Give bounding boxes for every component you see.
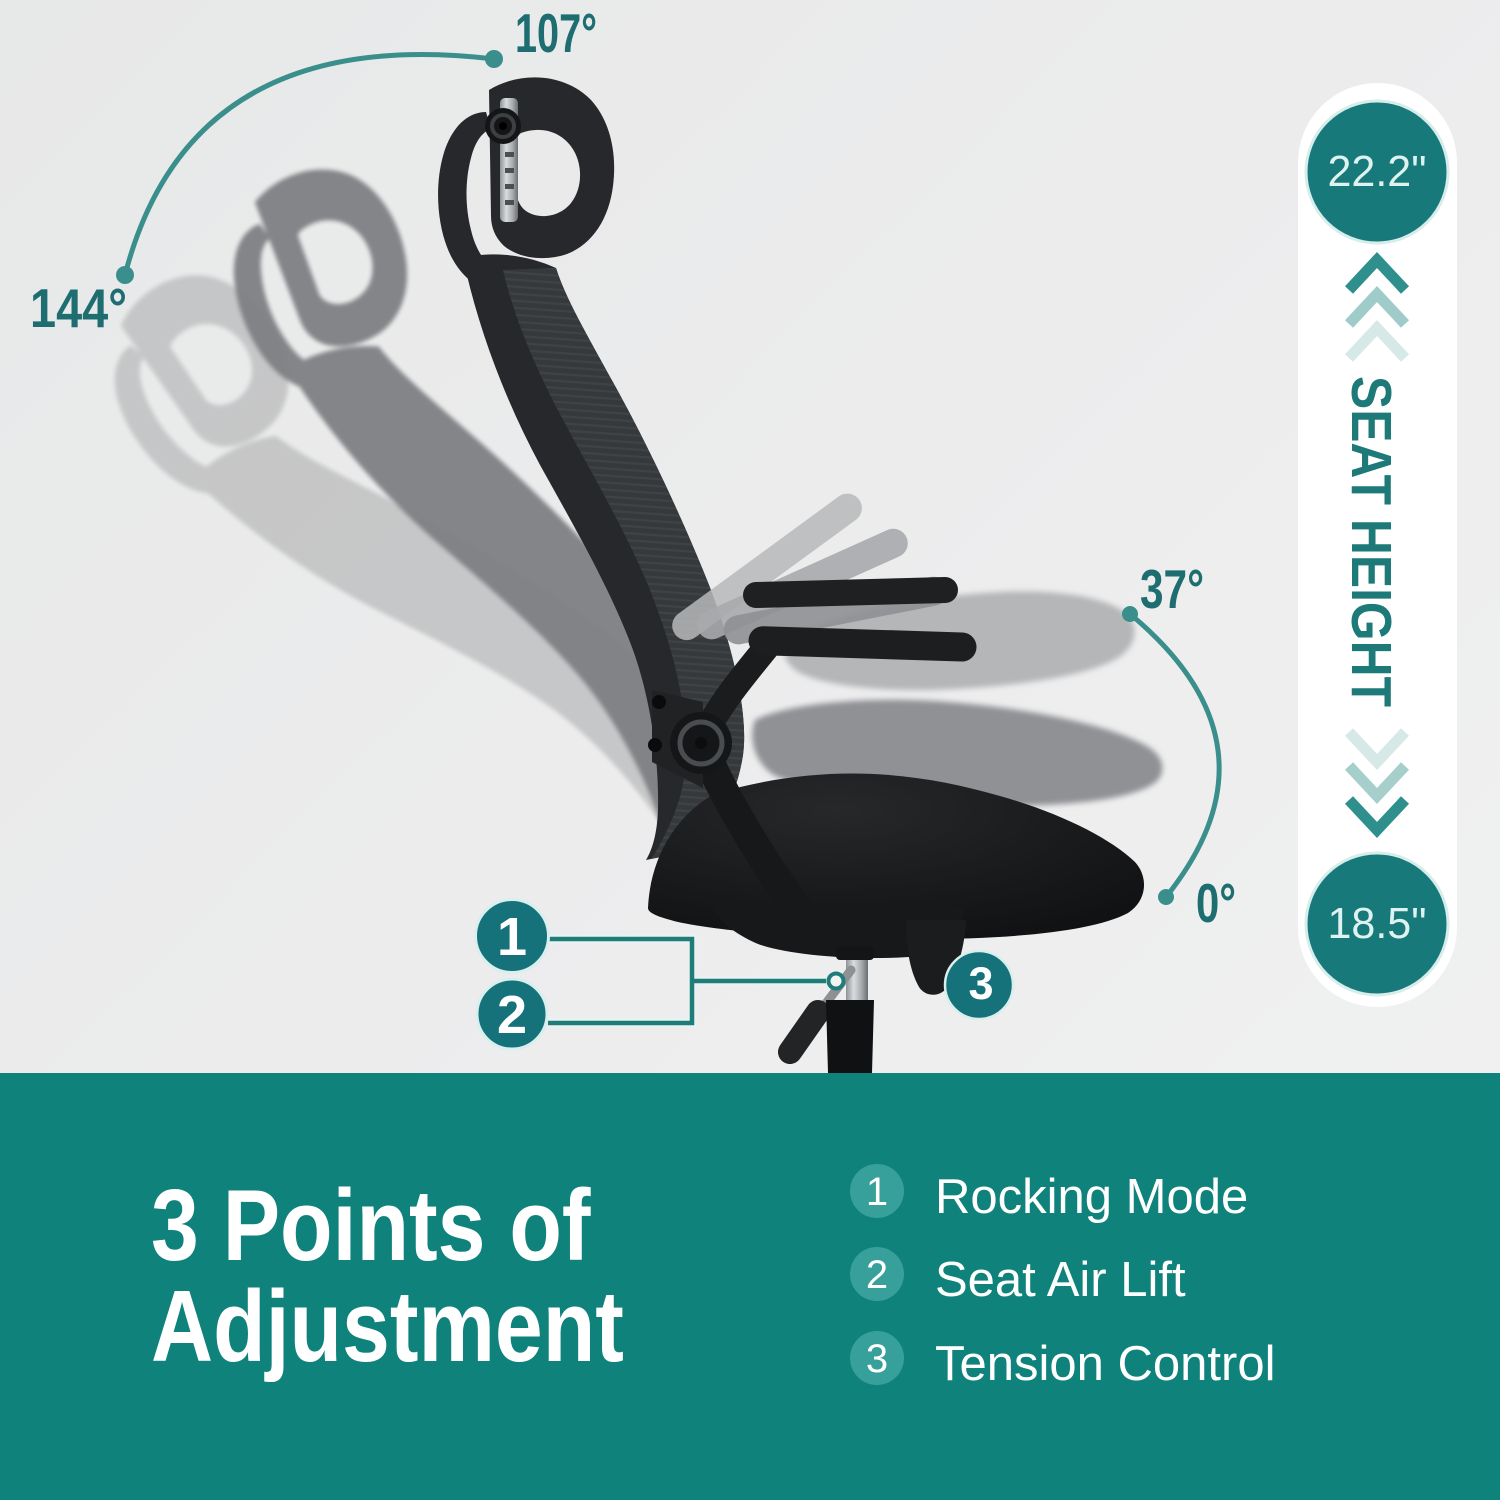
svg-text:144°: 144° — [30, 277, 127, 339]
svg-text:107°: 107° — [515, 2, 597, 64]
svg-text:3: 3 — [866, 1337, 888, 1381]
svg-text:Tension Control: Tension Control — [935, 1337, 1275, 1391]
svg-text:Seat Air Lift: Seat Air Lift — [935, 1253, 1186, 1307]
svg-text:Rocking Mode: Rocking Mode — [935, 1170, 1248, 1224]
svg-text:1: 1 — [866, 1170, 888, 1214]
svg-text:3: 3 — [968, 958, 993, 1009]
svg-text:22.2": 22.2" — [1328, 147, 1427, 196]
svg-text:2: 2 — [866, 1253, 888, 1297]
svg-text:1: 1 — [497, 907, 527, 967]
svg-text:2: 2 — [497, 985, 527, 1045]
svg-text:SEAT HEIGHT: SEAT HEIGHT — [1339, 376, 1403, 707]
svg-text:Adjustment: Adjustment — [151, 1270, 624, 1383]
svg-text:37°: 37° — [1140, 558, 1204, 620]
svg-text:18.5": 18.5" — [1328, 899, 1427, 948]
svg-text:3 Points of: 3 Points of — [151, 1168, 591, 1281]
svg-text:0°: 0° — [1196, 872, 1236, 934]
